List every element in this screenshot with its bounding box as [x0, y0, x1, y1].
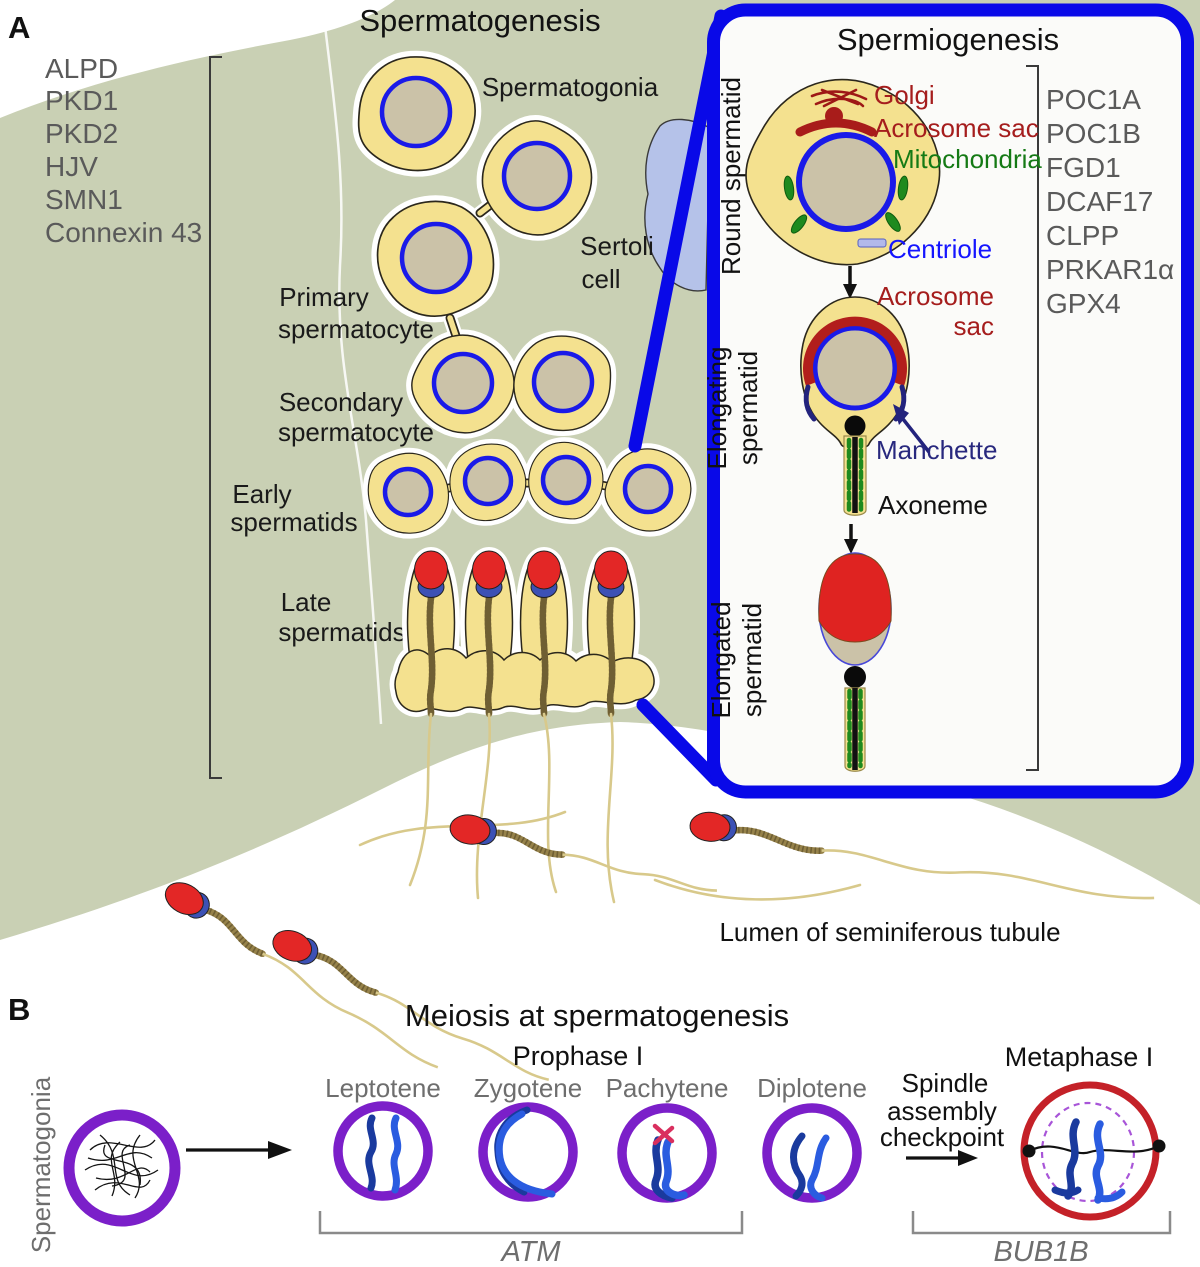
sperm: [164, 882, 439, 1069]
leptotene-cell: [333, 1101, 433, 1201]
label-primary-2: spermatocyte: [278, 314, 434, 344]
label-late-2: spermatids: [278, 617, 405, 647]
label-primary-1: Primary: [279, 282, 369, 312]
elongating-spermatid: [800, 296, 931, 516]
zygotene-cell: [478, 1102, 578, 1202]
arrow-down-icon: [843, 266, 857, 299]
label-elongating-2: spermatid: [733, 351, 763, 465]
inset-title: Spermiogenesis: [837, 22, 1059, 57]
label-acrosome-2: sac: [954, 311, 994, 341]
label-early-1: Early: [232, 479, 291, 509]
gene-bracket-right: [1026, 65, 1039, 771]
label-b-spermatogonia: Spermatogonia: [26, 1076, 56, 1253]
label-elongated-2: spermatid: [737, 603, 767, 717]
gene-poc1a: POC1A: [1046, 84, 1141, 115]
gene-fgd1: FGD1: [1046, 152, 1121, 183]
arrow-right-icon: [906, 1150, 978, 1166]
spindle-line: [1028, 1145, 1160, 1155]
elongated-spermatid: [818, 552, 892, 772]
sperm: [272, 929, 550, 1081]
label-sertoli-2: cell: [581, 264, 620, 294]
golgi-shape: [810, 88, 868, 108]
manchette-arrow-icon: [893, 404, 931, 454]
label-acrosome-1: Acrosome: [877, 281, 994, 311]
gene-poc1b: POC1B: [1046, 118, 1141, 149]
gene-pkd1: PKD1: [45, 85, 118, 116]
inset-callout-lines: [628, 9, 728, 787]
gene-bub1b: BUB1B: [993, 1236, 1088, 1267]
panel-b-letter: B: [8, 992, 30, 1027]
acrosome-cap-shape: [803, 316, 908, 386]
gene-gpx4: GPX4: [1046, 288, 1121, 319]
cell-nuclei: [379, 75, 674, 518]
label-prophase: Prophase I: [513, 1041, 644, 1071]
panel-a: ALPD PKD1 PKD2 HJV SMN1 Connexin 43 A Sp…: [0, 0, 1200, 1081]
late-spermatids: [389, 547, 660, 718]
gene-alpd: ALPD: [45, 53, 118, 84]
label-pachytene: Pachytene: [606, 1073, 729, 1103]
free-sperm-group: [164, 811, 1155, 1081]
basal-body-dot: [844, 415, 866, 437]
label-zygotene: Zygotene: [474, 1073, 582, 1103]
gene-pkd2: PKD2: [45, 118, 118, 149]
spermiogenesis-inset: Spermiogenesis POC1A POC1B FGD1 DCAF17 C…: [702, 3, 1194, 799]
label-lumen: Lumen of seminiferous tubule: [719, 917, 1060, 947]
label-mitochondria: Mitochondria: [893, 144, 1042, 174]
atm-bracket: [318, 1211, 744, 1235]
spindle-pole-dot: [1022, 1144, 1036, 1158]
bub1b-bracket: [911, 1211, 1172, 1235]
label-diplotene: Diplotene: [757, 1073, 867, 1103]
tissue-boundary-line: [320, 0, 383, 725]
label-late-1: Late: [281, 587, 332, 617]
panel-a-letter: A: [8, 10, 30, 45]
arrow-down-icon: [844, 524, 858, 554]
label-elongating-1: Elongating: [702, 347, 732, 470]
gene-hjv: HJV: [45, 151, 98, 182]
label-round-spermatid: Round spermatid: [716, 77, 746, 275]
sperm: [689, 811, 1155, 900]
diplotene-cell: [762, 1103, 862, 1203]
gene-connexin43: Connexin 43: [45, 217, 202, 248]
label-acrosome-sac: Acrosome sac: [874, 113, 1039, 143]
label-checkpoint-1: Spindle: [902, 1068, 989, 1098]
gene-prkar1a: PRKAR1α: [1046, 254, 1174, 285]
label-checkpoint-3: checkpoint: [880, 1122, 1005, 1152]
label-metaphase: Metaphase I: [1005, 1042, 1154, 1072]
label-secondary-2: spermatocyte: [278, 417, 434, 447]
gene-bracket-left: [209, 56, 222, 779]
label-early-2: spermatids: [230, 507, 357, 537]
b-spermatogonia-cell: [63, 1109, 181, 1227]
metaphase-cell: [1020, 1081, 1166, 1221]
panel-b: B Meiosis at spermatogenesis Prophase I …: [8, 992, 1172, 1267]
spindle-pole-dot: [1152, 1139, 1166, 1153]
label-elongated-1: Elongated: [706, 601, 736, 718]
gene-atm: ATM: [499, 1236, 561, 1267]
label-spermatogonia: Spermatogonia: [482, 72, 659, 102]
arrow-right-icon: [186, 1141, 292, 1159]
mitochondria-shapes: [783, 175, 909, 234]
pachytene-cell: [617, 1103, 717, 1203]
gene-clpp: CLPP: [1046, 220, 1119, 251]
crossover-mark: [652, 1123, 675, 1146]
label-axoneme: Axoneme: [878, 490, 988, 520]
panel-b-title: Meiosis at spermatogenesis: [405, 998, 789, 1033]
gene-dcaf17: DCAF17: [1046, 186, 1153, 217]
centriole-shape: [857, 238, 887, 248]
label-sertoli-1: Sertoli: [580, 231, 654, 261]
label-centriole: Centriole: [888, 234, 992, 264]
panel-a-title: Spermatogenesis: [359, 3, 600, 38]
round-spermatid: [713, 41, 975, 303]
sperm: [449, 814, 717, 892]
acrosome-sac-shape: [795, 107, 877, 137]
label-secondary-1: Secondary: [279, 387, 403, 417]
label-leptotene: Leptotene: [325, 1073, 441, 1103]
label-manchette: Manchette: [876, 435, 997, 465]
label-golgi: Golgi: [874, 80, 935, 110]
spermatid-tails: [358, 712, 862, 904]
gene-smn1: SMN1: [45, 184, 123, 215]
label-checkpoint-2: assembly: [887, 1096, 997, 1126]
